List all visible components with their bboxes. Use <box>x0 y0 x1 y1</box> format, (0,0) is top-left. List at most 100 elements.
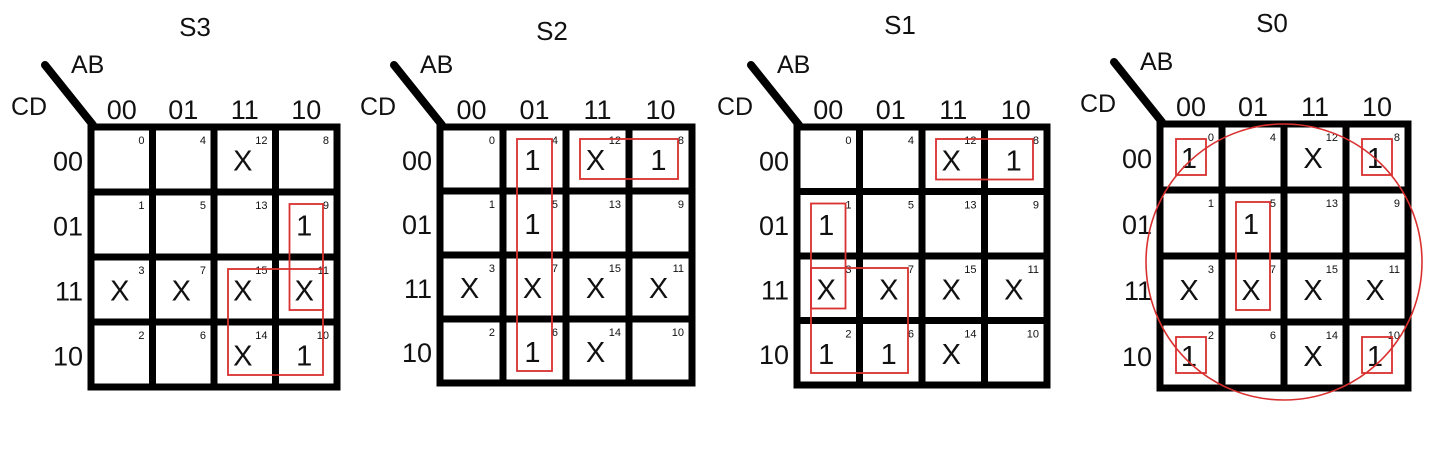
group-rectangle <box>810 202 847 310</box>
minterm-index: 8 <box>1033 135 1039 147</box>
row-label: 10 <box>402 338 432 368</box>
column-label: 00 <box>107 95 137 125</box>
minterm-index: 15 <box>609 263 621 275</box>
minterm-index: 5 <box>1270 198 1276 210</box>
minterm-index: 12 <box>609 135 621 147</box>
minterm-index: 13 <box>255 200 267 212</box>
row-label: 01 <box>759 211 789 241</box>
map-title: S1 <box>884 10 916 40</box>
minterm-index: 9 <box>1394 198 1400 210</box>
minterm-index: 4 <box>200 135 206 147</box>
row-variable-label: CD <box>717 93 753 121</box>
row-label: 01 <box>1122 210 1152 240</box>
minterm-index: 7 <box>200 265 206 277</box>
corner-diagonal-line <box>41 61 97 129</box>
cell-value: X <box>110 276 129 308</box>
map-title: S2 <box>536 16 568 46</box>
kmap-cell <box>1342 318 1412 392</box>
cell-value: 1 <box>296 211 312 243</box>
minterm-index: 0 <box>1208 132 1214 144</box>
minterm-index: 14 <box>609 327 621 339</box>
minterm-index: 6 <box>908 329 914 341</box>
cell-value: X <box>295 276 314 308</box>
minterm-index: 10 <box>1027 329 1039 341</box>
minterm-index: 12 <box>1326 132 1338 144</box>
cell-value: X <box>172 276 191 308</box>
corner-diagonal-line <box>1110 58 1166 126</box>
minterm-index: 0 <box>845 135 851 147</box>
minterm-index: 3 <box>845 264 851 276</box>
cell-value: X <box>1004 274 1023 306</box>
cell-value: 1 <box>1367 341 1383 373</box>
minterm-index: 3 <box>1208 264 1214 276</box>
minterm-index: 5 <box>552 199 558 211</box>
minterm-index: 4 <box>908 135 914 147</box>
minterm-index: 3 <box>138 265 144 277</box>
minterm-index: 13 <box>1326 198 1338 210</box>
row-label: 10 <box>759 340 789 370</box>
column-label: 10 <box>1362 92 1392 122</box>
column-variable-label: AB <box>1140 48 1173 76</box>
minterm-index: 2 <box>845 329 851 341</box>
cell-value: X <box>1365 275 1384 307</box>
minterm-index: 8 <box>1394 132 1400 144</box>
cell-value: X <box>1179 275 1198 307</box>
group-rectangle <box>516 138 553 372</box>
cell-value: X <box>586 145 605 177</box>
kmap-cell <box>272 318 341 391</box>
minterm-index: 8 <box>323 135 329 147</box>
column-label: 10 <box>645 95 675 125</box>
row-label: 10 <box>53 342 83 372</box>
cell-value: X <box>586 273 605 305</box>
minterm-index: 9 <box>323 200 329 212</box>
column-label: 00 <box>1176 92 1206 122</box>
column-label: 01 <box>876 95 906 125</box>
cell-value: 1 <box>1181 143 1197 175</box>
minterm-index: 0 <box>489 135 495 147</box>
corner-diagonal-line <box>390 61 446 129</box>
row-label: 01 <box>53 212 83 242</box>
cell-value: X <box>233 341 252 373</box>
row-label: 11 <box>761 275 789 305</box>
cell-value: X <box>1303 275 1322 307</box>
cell-value: 1 <box>818 339 834 371</box>
minterm-index: 4 <box>1270 132 1276 144</box>
cell-value: X <box>1303 143 1322 175</box>
cell-value: X <box>233 276 252 308</box>
minterm-index: 1 <box>138 200 144 212</box>
column-label: 00 <box>813 95 843 125</box>
minterm-index: 13 <box>964 200 976 212</box>
cell-value: X <box>942 145 961 177</box>
group-rectangle <box>288 203 324 311</box>
minterm-index: 2 <box>1208 330 1214 342</box>
minterm-index: 0 <box>138 135 144 147</box>
row-label: 00 <box>53 147 83 177</box>
column-label: 11 <box>583 95 611 125</box>
column-variable-label: AB <box>420 51 453 79</box>
minterm-index: 3 <box>489 263 495 275</box>
minterm-index: 13 <box>609 199 621 211</box>
cell-value: 1 <box>524 337 540 369</box>
minterm-index: 12 <box>255 135 267 147</box>
group-rectangle <box>1235 201 1271 311</box>
minterm-index: 6 <box>200 330 206 342</box>
map-title: S0 <box>1256 8 1288 38</box>
minterm-index: 15 <box>1326 264 1338 276</box>
group-rectangle <box>810 267 909 374</box>
cell-value: 1 <box>524 145 540 177</box>
column-label: 10 <box>1001 95 1031 125</box>
corner-diagonal-line <box>747 61 803 129</box>
column-label: 11 <box>1301 92 1329 122</box>
minterm-index: 11 <box>673 263 684 275</box>
minterm-index: 7 <box>552 263 558 275</box>
minterm-index: 6 <box>552 327 558 339</box>
row-label: 00 <box>759 146 789 176</box>
cell-value: X <box>879 274 898 306</box>
minterm-index: 1 <box>489 199 495 211</box>
column-label: 01 <box>519 95 549 125</box>
